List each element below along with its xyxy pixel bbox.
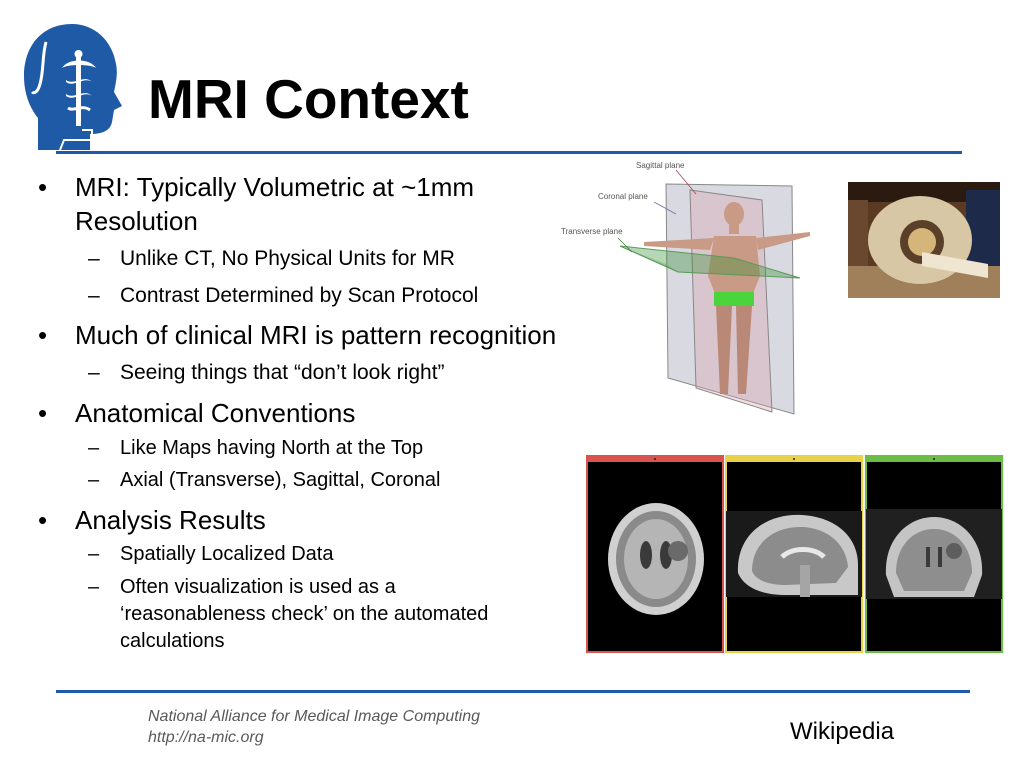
human-figure-illustration [644, 202, 810, 394]
sub-bullet-text: Often visualization is used as a [120, 576, 396, 598]
bullet-mark: • [38, 172, 48, 202]
sub-bullet-mark: – [88, 437, 100, 459]
slide-title: MRI Context [148, 68, 469, 130]
footer-url: http://na-mic.org [148, 729, 264, 746]
bullet-text: Anatomical Conventions [75, 398, 356, 428]
mri-scanner-photo [848, 182, 1000, 298]
sub-bullet-mark: – [88, 543, 100, 565]
axial-slice-view [586, 455, 724, 653]
sub-bullet-mark: – [88, 576, 100, 598]
sagittal-plane-label: Sagittal plane [636, 161, 685, 170]
sub-bullet-mark: – [88, 469, 100, 491]
sub-bullet-text: Axial (Transverse), Sagittal, Coronal [120, 469, 441, 491]
sagittal-slice-view [725, 455, 863, 653]
sub-bullet-mark: – [88, 247, 100, 270]
mri-slices-figure [586, 455, 1004, 653]
bullet-text: Much of clinical MRI is pattern recognit… [75, 320, 557, 350]
bullet-mark: • [38, 398, 48, 428]
transverse-plane-label: Transverse plane [561, 227, 623, 236]
footer-divider [56, 690, 970, 693]
sub-bullet-text: Contrast Determined by Scan Protocol [120, 284, 479, 307]
bullet-text: Analysis Results [75, 505, 266, 535]
bullet-mark: • [38, 505, 48, 535]
sub-bullet-text: Like Maps having North at the Top [120, 437, 424, 459]
coronal-slice-view [865, 455, 1003, 653]
footer-organization: National Alliance for Medical Image Comp… [148, 708, 481, 725]
sub-bullet-text: calculations [120, 630, 225, 652]
sub-bullet-mark: – [88, 361, 100, 384]
sub-bullet-text: ‘reasonableness check’ on the automated [120, 603, 489, 625]
bullet-text: MRI: Typically Volumetric at ~1mm [75, 172, 475, 202]
bullet-list: • MRI: Typically Volumetric at ~1mm Reso… [38, 172, 557, 652]
bullet-text: Resolution [75, 206, 198, 236]
image-credit: Wikipedia [790, 718, 895, 745]
sub-bullet-text: Spatially Localized Data [120, 543, 334, 565]
slicer-head-logo [24, 24, 122, 151]
coronal-plane-label: Coronal plane [598, 192, 648, 201]
sub-bullet-text: Unlike CT, No Physical Units for MR [120, 247, 455, 270]
anatomical-planes-figure: Sagittal plane Coronal plane Transverse … [561, 161, 810, 415]
sub-bullet-text: Seeing things that “don’t look right” [120, 361, 445, 384]
bullet-mark: • [38, 320, 48, 350]
sub-bullet-mark: – [88, 284, 100, 307]
title-divider [56, 151, 962, 154]
